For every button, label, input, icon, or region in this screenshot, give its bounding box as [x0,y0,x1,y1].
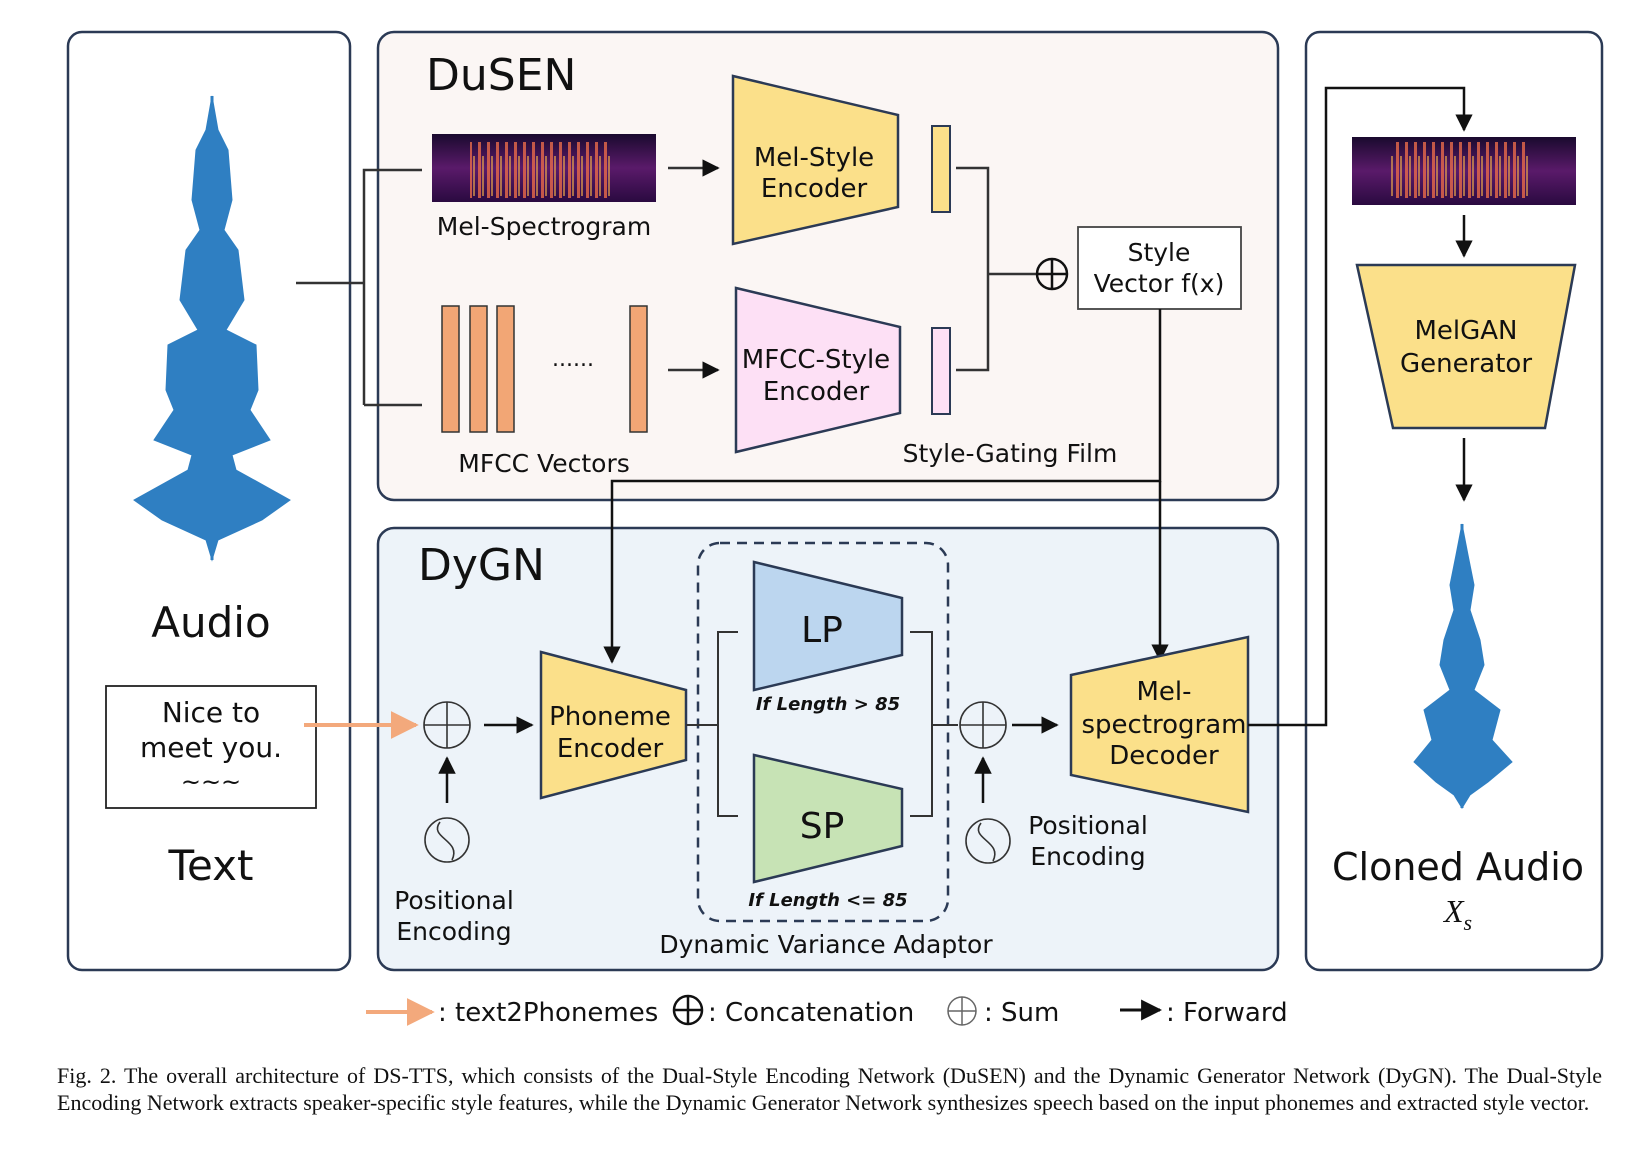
phoneme-encoder [539,650,688,800]
positional-encoding-icon-left [424,817,470,863]
cloned-audio-symbol: Xs [1442,893,1472,935]
figure-caption: Fig. 2. The overall architecture of DS-T… [57,1063,1602,1115]
mfcc-style-vector [931,327,951,415]
audio-to-mel-connector [362,168,422,405]
melgan-generator [1355,263,1577,430]
cloned-audio-waveform [1413,523,1513,809]
phoneme-encoder-line1: Phoneme [549,702,671,732]
mfcc-style-encoder [734,286,902,454]
mfcc-ellipsis: ...... [552,347,594,372]
pos-enc-right-line2: Encoding [1030,842,1145,871]
mel-encoder-line2: Encoder [761,174,868,204]
melgan-line2: Generator [1400,349,1532,379]
text-box-line1: Nice to [162,696,260,729]
legend-sum-icon [947,996,977,1026]
cloned-audio-subscript: s [1463,910,1472,935]
melgan-line1: MelGAN [1414,316,1517,346]
adaptor-label: Dynamic Variance Adaptor [659,930,993,959]
mfcc-encoder-line1: MFCC-Style [742,345,890,375]
text-input-box [105,685,317,809]
mfcc-vectors [441,305,648,433]
mel-spectrogram-image [432,134,656,202]
style-vector-line1: Style [1128,238,1191,267]
dusen-title: DuSEN [426,50,576,101]
lp-label: LP [801,610,843,651]
lp-condition: If Length > 85 [756,694,900,715]
mel-style-encoder [731,74,900,246]
sum-icon-right [959,701,1007,749]
style-vector-line2: Vector f(x) [1094,269,1225,298]
style-to-phoneme-arrow [603,309,1162,664]
mel-encoder-line1: Mel-Style [754,143,874,173]
cloned-audio-label: Cloned Audio [1332,845,1584,889]
style-vector-box [1077,226,1242,310]
sp-block [752,753,904,884]
text-box-line2: meet you. [140,731,282,764]
sp-condition: If Length <= 85 [748,890,907,911]
cloned-audio-x: X [1442,893,1465,929]
mel-spectrogram-label: Mel-Spectrogram [437,212,651,241]
sp-label: SP [800,806,845,847]
dynamic-variance-adaptor-box [696,541,950,923]
gating-label: Style-Gating Film [903,439,1118,468]
gating-connector [956,166,990,372]
text-label: Text [168,841,254,890]
dygn-title: DyGN [418,540,545,591]
architecture-diagram: DuSEN DyGN Audio Nice to meet you. ~~~ T… [66,30,1604,1028]
audio-label: Audio [151,598,270,647]
input-waveform [133,95,291,562]
dygn-panel [376,526,1280,972]
decoder-to-output-arrow [1248,86,1473,727]
pos-enc-left-line2: Encoding [396,917,511,946]
legend-concatenation: : Concatenation [708,998,914,1028]
lp-block [752,560,904,692]
phoneme-encoder-line2: Encoder [557,734,664,764]
pos-enc-right-line1: Positional [1028,811,1148,840]
decoder-line3: Decoder [1109,741,1219,771]
positional-encoding-icon-right [965,818,1011,864]
pos-enc-left-line1: Positional [394,886,514,915]
text-box-line3: ~~~ [181,768,241,796]
mfcc-vectors-label: MFCC Vectors [458,449,630,478]
concatenation-icon [1035,257,1069,291]
legend-sum: : Sum [984,998,1059,1028]
decoder-line2: spectrogram [1081,710,1246,740]
generated-mel-spectrogram-image [1352,137,1576,205]
decoder-line1: Mel- [1136,677,1191,707]
mel-spectrogram-decoder [1069,635,1250,814]
legend-forward: : Forward [1166,998,1288,1028]
mel-style-vector [931,125,951,213]
mfcc-encoder-line2: Encoder [763,377,870,407]
legend-text2phonemes: : text2Phonemes [438,998,658,1028]
sum-icon-left [423,701,471,749]
legend-concatenation-icon [672,994,704,1026]
adaptor-split-left [717,631,738,817]
